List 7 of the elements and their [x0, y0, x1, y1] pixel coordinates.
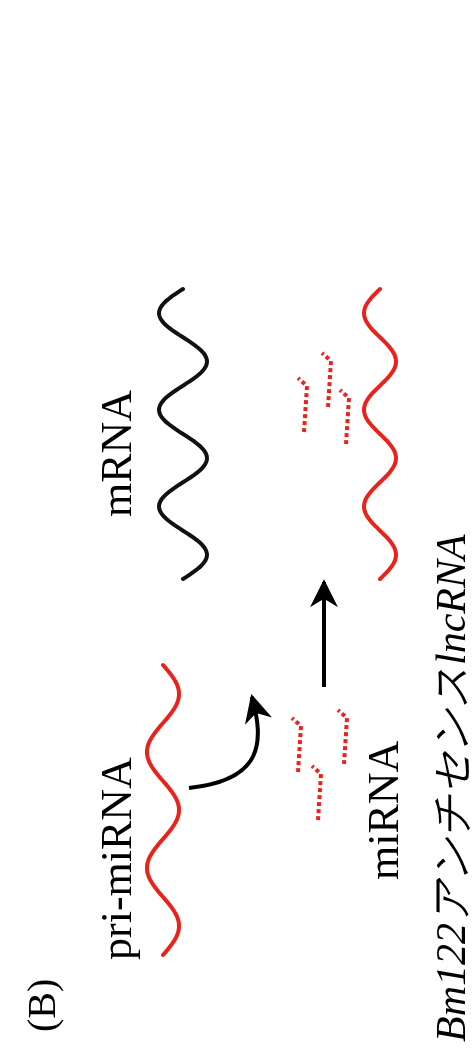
rna-label: mRNA	[95, 389, 139, 517]
rna-label: pri-miRNA	[95, 757, 139, 960]
rna-label: miRNA	[362, 740, 406, 880]
arrow	[310, 579, 338, 687]
curved-arrow	[188, 694, 272, 790]
caption: Bm122アンチセンスlncRNA	[427, 534, 472, 1042]
panel-letter: (B)	[22, 978, 62, 1032]
